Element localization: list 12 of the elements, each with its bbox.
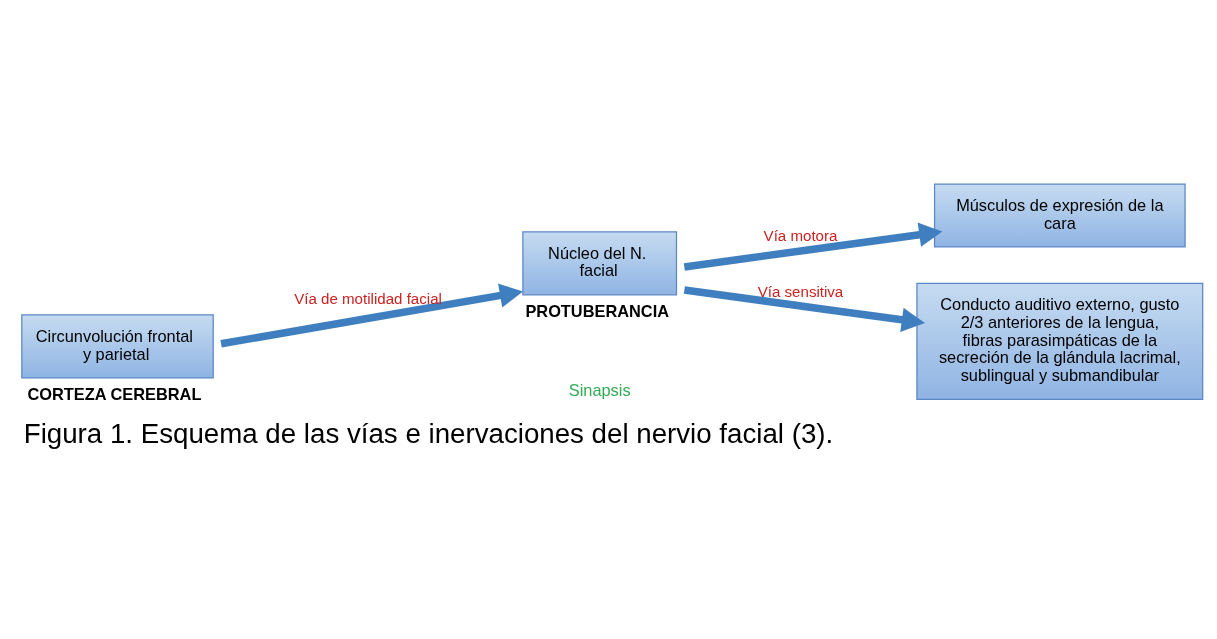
node-label: CORTEZA CEREBRAL [27, 384, 202, 403]
node-box: Músculos de expresión de la cara [933, 182, 1186, 248]
caption: Figura 1. Esquema de las vías e inervaciones del nervio facial (3). [23, 417, 834, 449]
edge-label: Vía de motilidad facial [294, 289, 442, 307]
arrow [683, 285, 925, 332]
arrow [683, 222, 943, 271]
edge-label: Vía sensitiva [757, 282, 844, 300]
label: Sinapsis [568, 380, 631, 399]
arrow [220, 282, 523, 348]
edge-label: Vía motora [763, 226, 838, 244]
node-label: PROTUBERANCIA [525, 301, 670, 320]
node-box: Conducto auditivo externo, gusto 2/3 anteriores de la lengua, fibras parasimpáticas de la secreción de la glándula lacrimal, sublingual y submandibular [916, 282, 1204, 400]
